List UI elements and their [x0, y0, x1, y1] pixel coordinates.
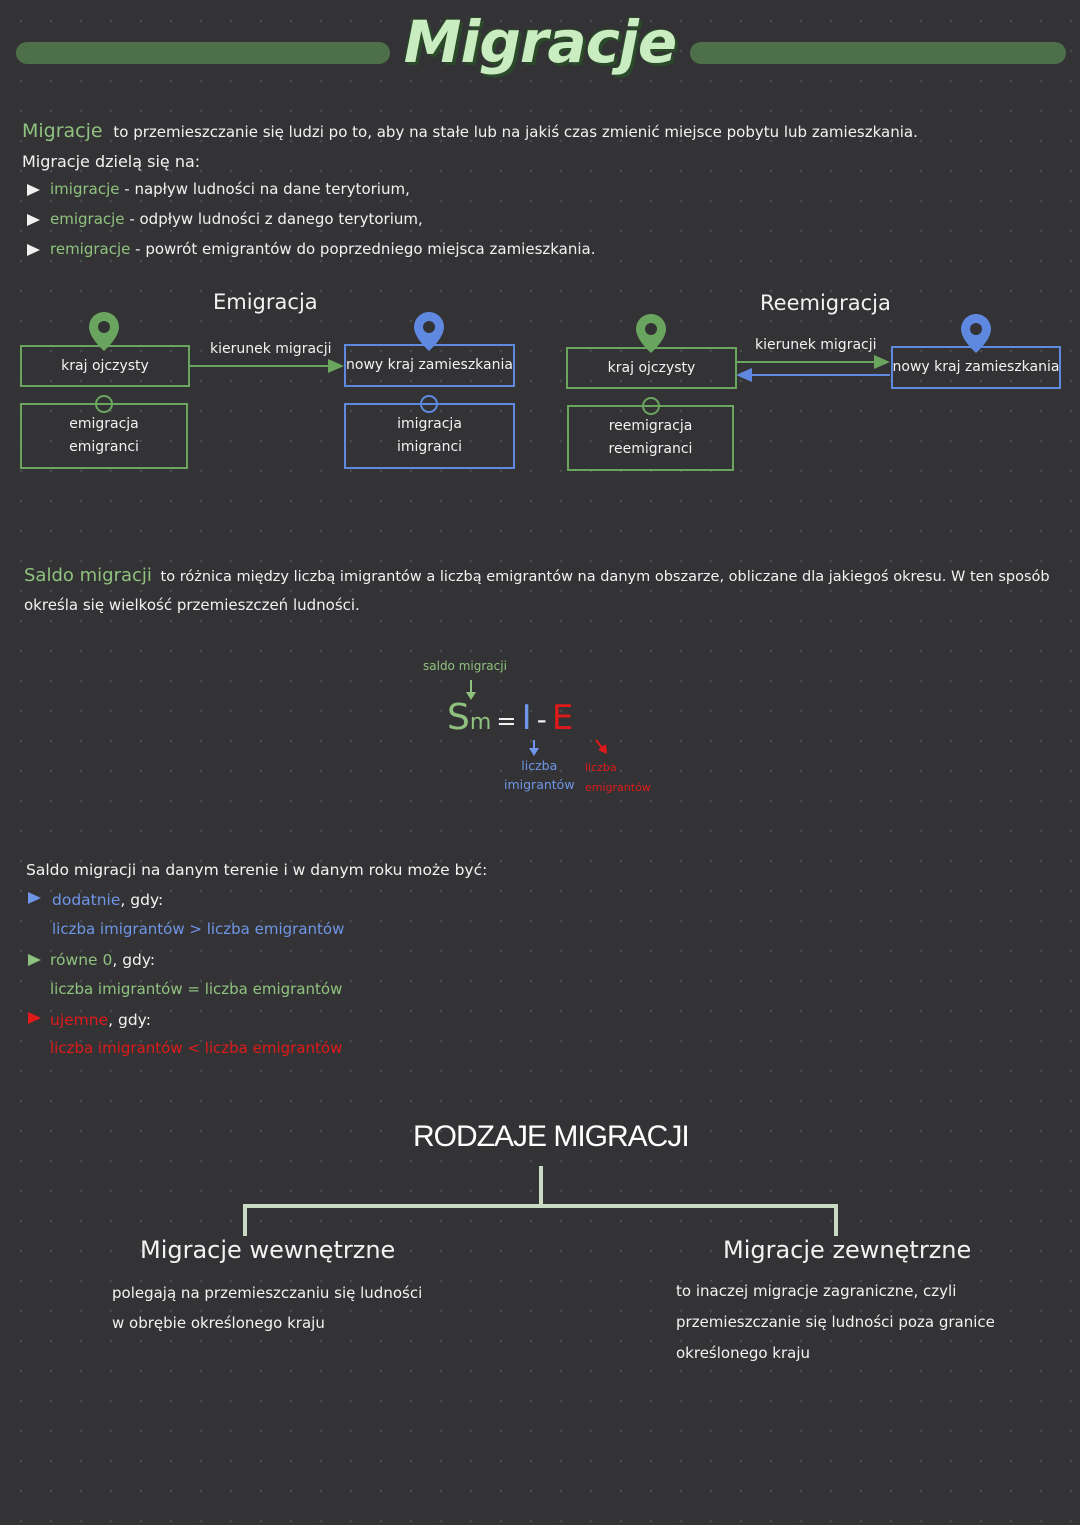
sub-label: emigracja — [69, 416, 139, 432]
diagram-reemigracja-left-box: kraj ojczysty — [566, 347, 737, 389]
bullet-item-emigracje: emigracje - odpływ ludności z danego ter… — [50, 210, 423, 228]
case-term: równe 0 — [50, 951, 113, 969]
formula-s: S — [447, 697, 470, 738]
case-term: dodatnie — [52, 891, 121, 909]
formula-m: m — [469, 710, 492, 735]
formula-e: E — [551, 698, 574, 738]
case-rest: , gdy: — [108, 1011, 151, 1029]
formula-i: I — [521, 698, 532, 738]
external-migration-title: Migracje zewnętrzne — [723, 1236, 972, 1264]
intro-line-2: Migracje dzielą się na: — [22, 152, 201, 171]
case-positive-condition: liczba imigrantów > liczba emigrantów — [52, 920, 345, 938]
intro-definition: to przemieszczanie się ludzi po to, aby … — [113, 123, 918, 141]
blue-location-pin-icon — [961, 314, 991, 353]
diagram-reemigracja-right-box: nowy kraj zamieszkania — [891, 346, 1061, 389]
diagram-emigracja-left-sub: emigracja emigranci — [20, 403, 188, 469]
case-term: ujemne — [50, 1011, 109, 1029]
diagram-emigracja-left-box: kraj ojczysty — [20, 345, 190, 387]
saldo-line-2: określa się wielkość przemieszczeń ludno… — [24, 596, 360, 614]
types-heading: RODZAJE MIGRACJI — [413, 1120, 690, 1153]
diagram-emigracja-right-sub: imigracja imigranci — [344, 403, 515, 469]
formula-arrows — [466, 680, 607, 756]
formula: Sm = I - E — [447, 697, 573, 738]
label-line: liczba — [521, 758, 558, 773]
label-line: liczba — [585, 761, 617, 774]
bullet-icon-red — [28, 1012, 41, 1024]
bullet-icon-blue — [28, 892, 41, 904]
bullet-text: - odpływ ludności z danego terytorium, — [129, 210, 423, 228]
blue-location-pin-icon — [414, 312, 444, 351]
bullet-icon-green — [28, 954, 41, 966]
bullet-text: - powrót emigrantów do poprzedniego miej… — [135, 240, 596, 258]
bullet-term: imigracje — [50, 180, 120, 198]
saldo-definition: to różnica między liczbą imigrantów a li… — [160, 569, 1050, 585]
bullet-item-remigracje: remigracje - powrót emigrantów do poprze… — [50, 240, 596, 258]
desc-line: przemieszczanie się ludności poza granic… — [676, 1313, 995, 1331]
desc-line: w obrębie określonego kraju — [112, 1314, 325, 1332]
label-line: emigrantów — [585, 781, 651, 794]
sub-label: reemigranci — [608, 441, 693, 457]
case-rest: , gdy: — [120, 891, 164, 909]
intro-term: Migracje — [22, 120, 103, 142]
bullet-icon — [27, 184, 40, 196]
formula-label-i: liczba imigrantów — [504, 756, 575, 794]
types-tree-connector — [243, 1166, 838, 1236]
internal-migration-title: Migracje wewnętrzne — [140, 1236, 396, 1264]
case-negative-condition: liczba imigrantów < liczba emigrantów — [50, 1039, 343, 1057]
case-negative: ujemne, gdy: — [50, 1011, 151, 1029]
green-location-pin-icon — [636, 314, 666, 353]
saldo-term: Saldo migracji — [24, 565, 152, 586]
diagram-reemigracja-arrow-label: kierunek migracji — [755, 337, 877, 353]
sub-label: reemigracja — [608, 418, 693, 434]
diagram-emigracja-title: Emigracja — [213, 290, 318, 314]
case-zero-condition: liczba imigrantów = liczba emigrantów — [50, 980, 343, 998]
diagram-emigracja-arrow-label: kierunek migracji — [210, 341, 332, 357]
formula-equals: = — [496, 707, 517, 735]
title-bar-right — [690, 42, 1066, 64]
desc-line: to inaczej migracje zagraniczne, czyli — [676, 1282, 957, 1300]
saldo-line-1: Saldo migracji to różnica między liczbą … — [24, 565, 1050, 586]
bullet-text: - napływ ludności na dane terytorium, — [124, 180, 410, 198]
bullet-term: remigracje — [50, 240, 131, 258]
diagram-reemigracja-title: Reemigracja — [760, 291, 891, 315]
diagram-reemigracja-connectors — [636, 314, 991, 415]
intro-line-1: Migracje to przemieszczanie się ludzi po… — [22, 120, 918, 142]
saldo-cases-intro: Saldo migracji na danym terenie i w dany… — [26, 861, 488, 879]
case-positive: dodatnie, gdy: — [52, 891, 163, 909]
internal-migration-desc: polegają na przemieszczaniu się ludności… — [112, 1278, 422, 1338]
desc-line: polegają na przemieszczaniu się ludności — [112, 1284, 423, 1302]
label-line: imigrantów — [504, 777, 575, 792]
sub-label: emigranci — [69, 439, 139, 455]
case-rest: , gdy: — [112, 951, 156, 969]
bullet-item-imigracje: imigracje - napływ ludności na dane tery… — [50, 180, 410, 198]
formula-label: saldo migracji — [423, 659, 507, 673]
green-location-pin-icon — [89, 312, 119, 351]
formula-minus: - — [536, 703, 547, 736]
case-zero: równe 0, gdy: — [50, 951, 155, 969]
sub-label: imigracja — [397, 416, 462, 432]
bullet-term: emigracje — [50, 210, 125, 228]
sub-label: imigranci — [396, 439, 463, 455]
title-bar-left — [16, 42, 390, 64]
diagram-emigracja-right-box: nowy kraj zamieszkania — [344, 344, 515, 387]
page-title: Migracje — [403, 8, 677, 76]
bullet-icon — [27, 214, 40, 226]
bullet-icon — [27, 244, 40, 256]
diagram-reemigracja-left-sub: reemigracja reemigranci — [567, 405, 734, 471]
external-migration-desc: to inaczej migracje zagraniczne, czyli p… — [676, 1276, 995, 1369]
formula-label-e: liczba emigrantów — [585, 758, 651, 798]
desc-line: określonego kraju — [676, 1344, 811, 1362]
